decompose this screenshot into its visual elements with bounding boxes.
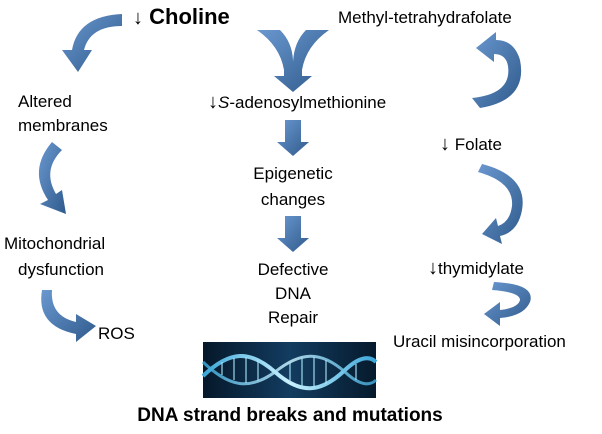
- down-arrow-icon: [277, 120, 309, 156]
- down-arrow-icon: [277, 216, 309, 252]
- defective-line2: DNA: [275, 284, 311, 303]
- ros-label: ROS: [98, 324, 135, 343]
- mito-line2: dysfunction: [18, 260, 104, 279]
- thymidylate-text: thymidylate: [438, 259, 524, 278]
- choline-text: Choline: [149, 4, 230, 29]
- outcome-label: DNA strand breaks and mutations: [137, 405, 443, 426]
- curved-arrow-icon: [38, 142, 66, 214]
- down-arrow-icon: ↓: [440, 133, 450, 155]
- curved-arrow-icon: [62, 14, 122, 72]
- curved-arrow-icon: [41, 290, 96, 342]
- down-arrow-icon: ↓: [208, 91, 218, 113]
- uracil-label: Uracil misincorporation: [393, 332, 566, 351]
- folate-text: Folate: [454, 135, 502, 154]
- curved-arrow-icon: [484, 282, 531, 326]
- epigenetic-line1: Epigenetic: [253, 164, 333, 183]
- down-arrow-icon: ↓: [133, 7, 143, 29]
- choline-label: ↓ Choline: [133, 4, 230, 31]
- epigenetic-line2: changes: [260, 190, 326, 209]
- curved-arrow-icon: [472, 32, 522, 108]
- curved-arrow-icon: [478, 164, 523, 244]
- defective-line3: Repair: [267, 308, 319, 327]
- thymidylate-label: ↓thymidylate: [428, 258, 524, 279]
- dna-helix-image: [201, 342, 378, 398]
- merge-arrow-icon: [257, 30, 329, 92]
- sam-prefix: S: [218, 93, 230, 112]
- mthf-label: Methyl-tetrahydrafolate: [338, 8, 512, 27]
- sam-label: ↓S-adenosylmethionine: [208, 92, 386, 113]
- sam-text: -adenosylmethionine: [229, 93, 387, 112]
- altered-line1: Altered: [18, 92, 72, 111]
- defective-line1: Defective: [257, 260, 329, 279]
- down-arrow-icon: ↓: [428, 257, 438, 279]
- mito-line1: Mitochondrial: [4, 234, 106, 253]
- altered-line2: membranes: [18, 116, 108, 135]
- folate-label: ↓ Folate: [440, 134, 502, 155]
